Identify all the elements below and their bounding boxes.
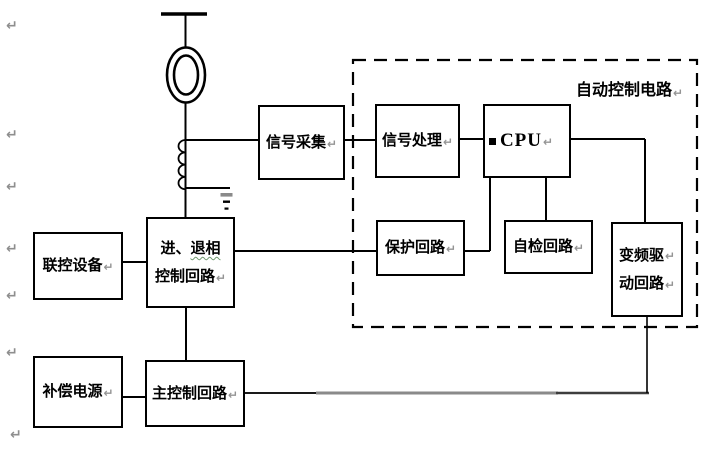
box-label: 补偿电源 <box>42 383 103 401</box>
box-phase-control-circuit: 进、退相 控制回路↵ <box>146 217 235 308</box>
box-link-control-equipment: 联控设备↵ <box>33 232 123 300</box>
ground-symbol-bar1 <box>220 193 233 197</box>
paragraph-mark-icon: ↵ <box>573 241 585 256</box>
auto-control-circuit-title: 自动控制电路↵ <box>576 76 683 100</box>
label-text-flagged: 退相 <box>190 239 221 257</box>
paragraph-mark-icon: ↵ <box>227 387 239 402</box>
paragraph-mark-icon: ↵ <box>442 135 454 150</box>
label-text: 变频驱 <box>618 246 664 264</box>
box-label-line1: 进、退相 <box>160 240 220 257</box>
paragraph-mark-icon: ↵ <box>6 345 18 361</box>
box-label: 联控设备 <box>42 257 103 275</box>
box-label: 信号采集 <box>265 133 326 151</box>
paragraph-mark-icon: ↵ <box>10 427 22 443</box>
paragraph-mark-icon: ↵ <box>664 249 676 264</box>
paragraph-mark-icon: ↵ <box>6 179 18 195</box>
paragraph-mark-icon: ↵ <box>445 242 457 257</box>
box-protect-circuit: 保护回路↵ <box>376 220 465 276</box>
inductor-symbol <box>177 139 186 191</box>
box-self-check-circuit: 自检回路↵ <box>504 220 593 274</box>
box-signal-collect: 信号采集↵ <box>258 105 345 180</box>
paragraph-mark-icon: ↵ <box>6 127 18 143</box>
paragraph-mark-icon: ↵ <box>664 277 676 292</box>
box-main-control-circuit: 主控制回路↵ <box>145 360 245 427</box>
dashed-boundary <box>351 58 699 329</box>
box-label: CPU <box>499 130 542 152</box>
paragraph-mark-icon: ↵ <box>6 241 18 257</box>
paragraph-mark-icon: ↵ <box>673 86 684 100</box>
box-label-line2: 控制回路↵ <box>155 268 226 285</box>
box-cpu: CPU↵ <box>483 104 571 178</box>
box-label-line1: 变频驱↵ <box>619 247 675 264</box>
ground-symbol-bar3 <box>224 207 229 210</box>
box-label: 信号处理 <box>381 132 442 150</box>
box-signal-process: 信号处理↵ <box>375 104 460 178</box>
paragraph-mark-icon: ↵ <box>543 135 555 150</box>
box-vfd-circuit: 变频驱↵ 动回路↵ <box>611 222 683 317</box>
transformer-symbol-inner <box>172 54 200 96</box>
label-text: 进、 <box>160 239 191 257</box>
box-label: 主控制回路 <box>151 384 227 402</box>
title-text: 自动控制电路 <box>576 82 673 99</box>
box-label: 保护回路 <box>384 239 445 257</box>
bullet-square-icon <box>489 138 496 145</box>
box-label-line2: 动回路↵ <box>619 275 675 292</box>
box-compensation-power: 补偿电源↵ <box>33 356 123 428</box>
paragraph-mark-icon: ↵ <box>215 270 227 285</box>
paragraph-mark-icon: ↵ <box>6 18 18 34</box>
paragraph-mark-icon: ↵ <box>103 260 114 275</box>
paragraph-mark-icon: ↵ <box>6 288 18 304</box>
box-label: 自检回路 <box>512 238 573 256</box>
ground-symbol-bar2 <box>223 200 230 203</box>
paragraph-mark-icon: ↵ <box>103 386 114 401</box>
paragraph-mark-icon: ↵ <box>326 136 338 151</box>
label-text: 控制回路 <box>154 268 215 285</box>
label-text: 动回路 <box>618 275 664 292</box>
